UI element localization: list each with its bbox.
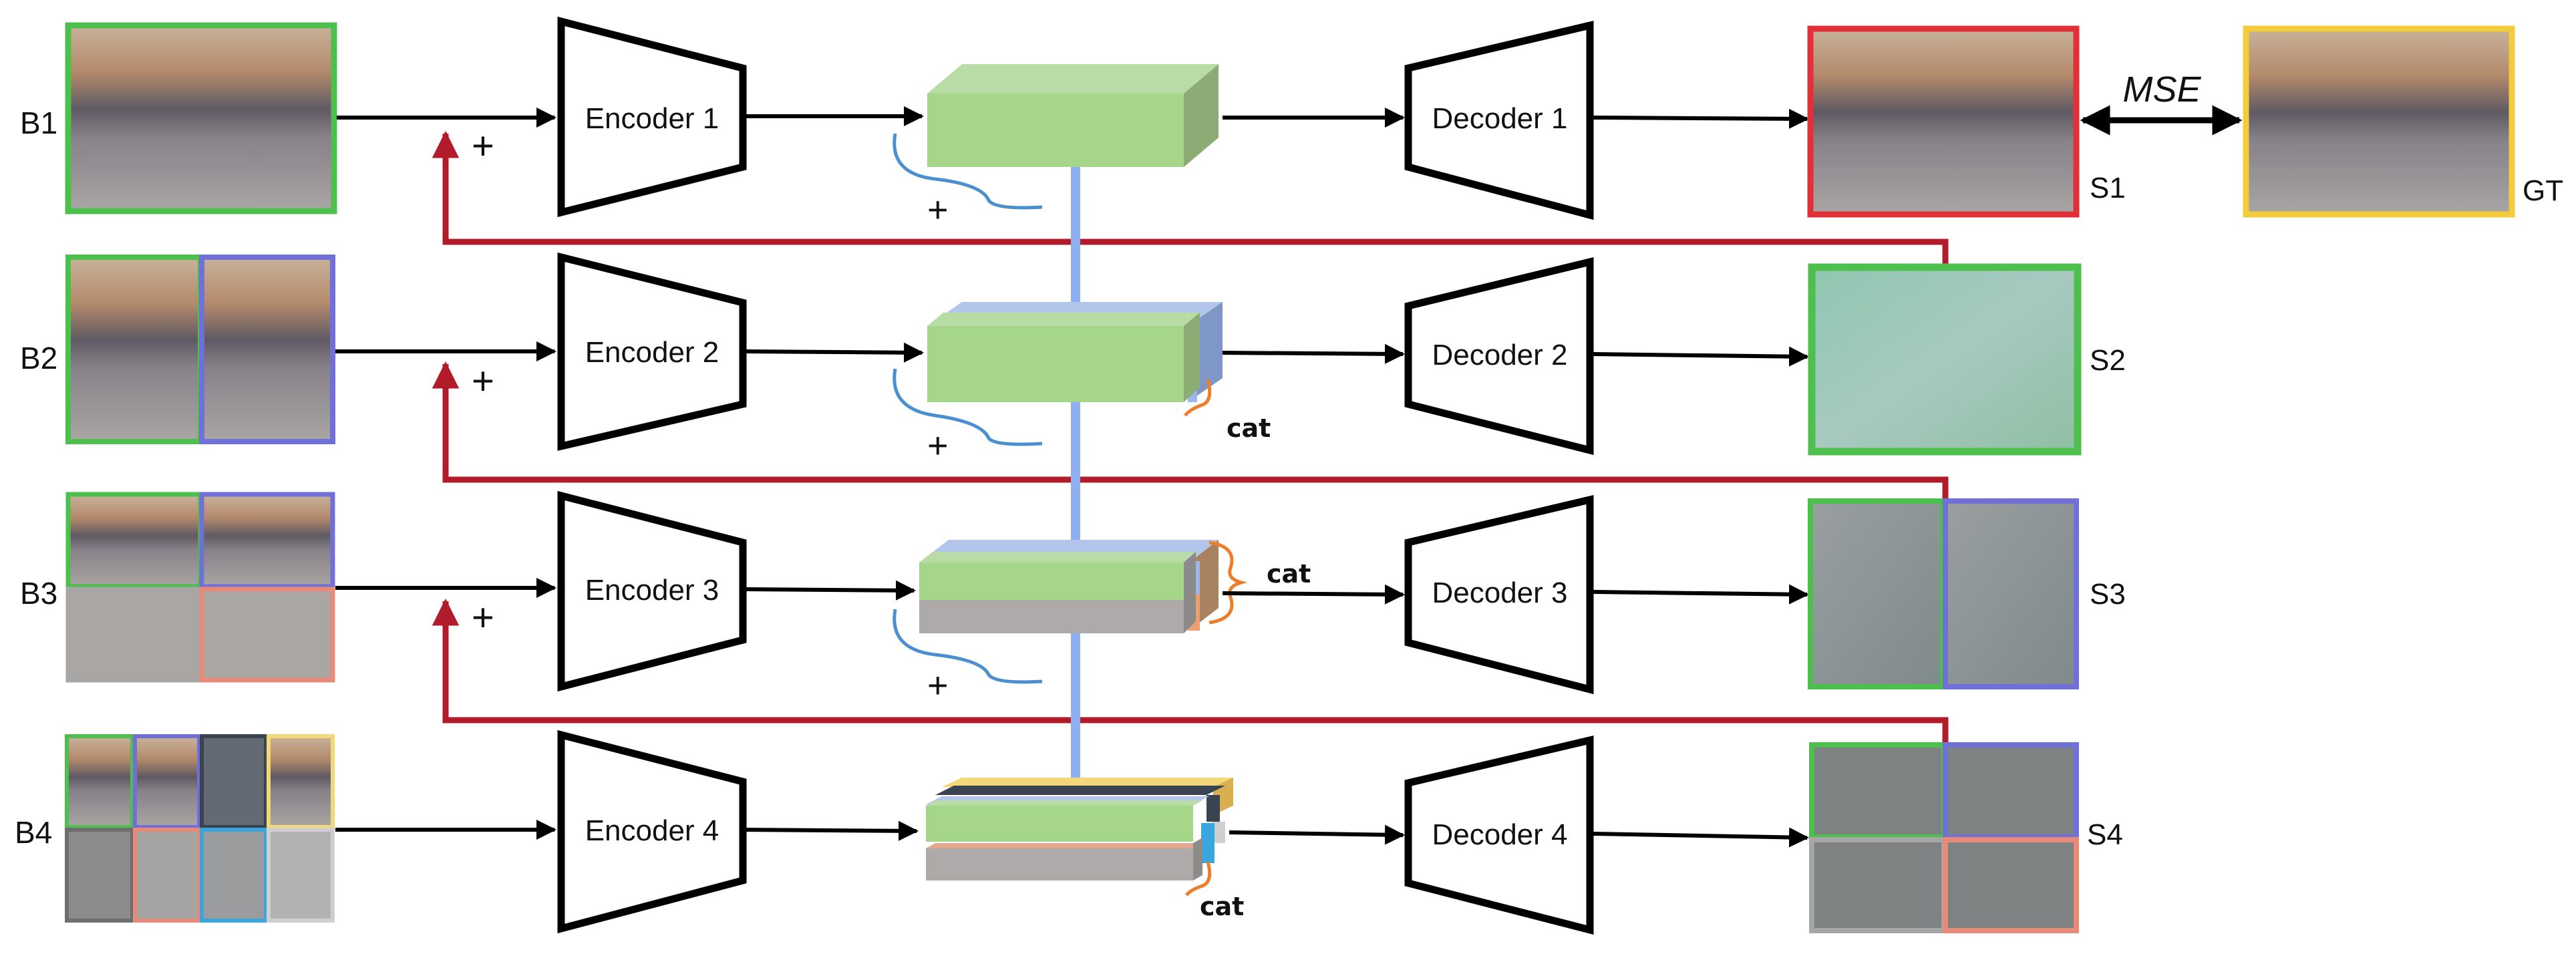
sum-brace-row2 [893,368,1043,446]
row-2: B2 + Encoder 2 + cat Decoder 2 [20,252,2126,466]
sum-plus-row2: + [927,426,949,466]
row-4: B4 Encoder 4 [15,730,2123,935]
output-label-s1: S1 [2090,172,2126,204]
row-3: B3 + Encoder 3 + cat [20,490,2126,705]
feature-block-row3 [919,540,1219,633]
encoder-4-label: Encoder 4 [585,814,719,847]
skip-arrow-s2-to-row1 [432,130,1949,267]
output-image-s3 [1808,498,2079,689]
output-image-s2 [1808,263,2082,456]
ground-truth-image [2243,25,2515,218]
arrow-decoder1-to-s1 [1593,108,1809,129]
skip-arrow-s4-to-row3 [432,598,1949,745]
input-image-b2 [65,255,335,444]
output-image-s4 [1809,742,2079,933]
input-label-b1: B1 [20,106,57,140]
output-label-s3: S3 [2090,578,2126,611]
feature-block-row4 [926,778,1233,880]
plus-sign-row2: + [472,359,494,403]
input-label-b3: B3 [20,576,57,611]
arrow-decoder2-to-s2 [1593,346,1809,367]
input-image-b4 [65,734,335,923]
arrow-feature2-to-decoder2 [1222,343,1405,364]
encoder-2-block [557,252,747,451]
input-label-b2: B2 [20,341,57,375]
arrow-decoder3-to-s3 [1593,584,1809,605]
arrow-encoder2-to-feature2 [744,342,924,363]
input-label-b4: B4 [15,815,52,850]
input-image-b3 [65,492,335,683]
decoder-3-block [1404,495,1594,695]
cat-brace-row3 [1209,540,1248,625]
output-image-s1 [1807,25,2080,218]
decoder-2-block [1404,257,1594,456]
sum-brace-row1 [893,133,1043,210]
output-label-s2: S2 [2090,344,2126,377]
sum-plus-row3: + [927,665,949,705]
arrow-encoder3-to-feature3 [744,580,916,601]
mse-label: MSE [2122,69,2201,110]
cat-brace-row2 [1184,379,1212,417]
decoder-1-block [1404,21,1594,220]
feature-block-row1 [927,64,1219,167]
feature-block-row2 [927,302,1223,402]
gt-label: GT [2523,174,2563,207]
row-1: B1 + Encoder 1 + Decoder 1 S1 MSE [20,16,2563,230]
plus-sign-row3: + [472,596,494,639]
encoder-3-block [557,490,747,692]
arrow-decoder4-to-s4 [1593,827,1809,848]
arrow-feature3-to-decoder3 [1222,584,1405,605]
encoder-1-label: Encoder 1 [585,102,719,135]
encoder-1-block [557,16,747,218]
arrow-feature4-to-decoder4 [1229,824,1405,845]
skip-connections [432,130,1949,745]
encoder-3-label: Encoder 3 [585,574,719,607]
plus-sign-row1: + [472,124,494,168]
decoder-1-label: Decoder 1 [1432,102,1567,135]
cat-label-row4: cat [1200,892,1244,921]
input-image-b1 [65,22,337,214]
encoder-2-label: Encoder 2 [585,336,719,369]
arrow-encoder4-to-feature4 [744,820,919,841]
output-label-s4: S4 [2087,818,2123,851]
skip-arrow-s3-to-row2 [432,361,1949,501]
encoder-4-block [557,730,747,934]
decoder-4-label: Decoder 4 [1432,818,1567,851]
sum-brace-row3 [893,609,1043,684]
decoder-3-label: Decoder 3 [1432,577,1567,609]
cat-brace-row4 [1185,861,1212,897]
decoder-2-label: Decoder 2 [1432,339,1567,371]
cat-label-row3: cat [1267,559,1311,589]
cat-label-row2: cat [1227,414,1271,443]
sum-plus-row1: + [927,190,949,230]
decoder-4-block [1404,736,1594,935]
